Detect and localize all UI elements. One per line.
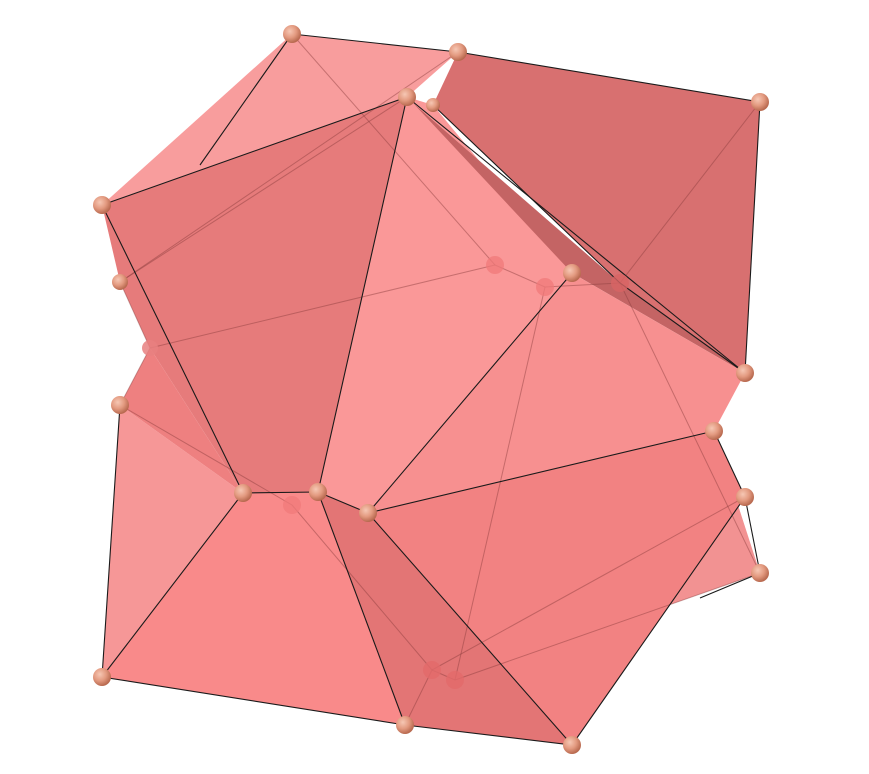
vertex-sphere (234, 484, 252, 502)
vertex-sphere (449, 43, 467, 61)
hidden-vertex (283, 496, 301, 514)
hidden-edge (119, 96, 408, 283)
hidden-edge (619, 101, 761, 284)
vertex-sphere (563, 736, 581, 754)
hidden-vertex (446, 671, 464, 689)
outline-edge (291, 33, 761, 374)
front-edge (367, 430, 715, 514)
vertex-sphere (398, 88, 416, 106)
front-edges (101, 33, 761, 746)
front-edge (101, 492, 244, 678)
vertex-sphere (705, 422, 723, 440)
vertex-sphere (426, 98, 440, 112)
hidden-edge (119, 404, 293, 506)
vertex-sphere (396, 716, 414, 734)
vertex-sphere (309, 483, 327, 501)
face-bottom-middle (318, 492, 572, 745)
hidden-edge (619, 282, 761, 574)
hidden-vertex (142, 340, 158, 356)
hidden-edge (291, 33, 496, 266)
hidden-edge (119, 347, 151, 406)
hidden-edge (544, 282, 621, 288)
vertex-sphere (751, 564, 769, 582)
vertex-sphere (736, 488, 754, 506)
hidden-edges (119, 33, 761, 726)
face-left-lower (102, 492, 405, 725)
hidden-vertices (142, 256, 629, 689)
face-right-mid (368, 273, 745, 513)
vertex-sphere (563, 264, 581, 282)
face-top-right-dark (433, 52, 760, 373)
back-face-top (102, 34, 458, 205)
back-face-left-low (102, 405, 243, 677)
hidden-edge (291, 504, 433, 671)
front-edge (199, 33, 293, 166)
front-edge (406, 96, 746, 374)
face-upper-left (102, 97, 407, 493)
vertex-sphere (359, 504, 377, 522)
hidden-vertex (611, 274, 629, 292)
hidden-edge (431, 496, 746, 671)
vertex-sphere (111, 396, 129, 414)
vertex-sphere (93, 196, 111, 214)
vertices (93, 25, 769, 754)
hidden-edge (404, 669, 433, 726)
hidden-edge (454, 572, 761, 681)
hidden-vertex (423, 661, 441, 679)
face-bottom-right (368, 431, 745, 745)
hidden-edge (454, 286, 546, 681)
hidden-edge (494, 264, 546, 288)
vertex-sphere (93, 668, 111, 686)
face-left-strip (120, 348, 243, 493)
vertex-sphere (112, 274, 128, 290)
vertex-sphere (736, 364, 754, 382)
vertex-sphere (283, 25, 301, 43)
hidden-vertex (536, 278, 554, 296)
hidden-edge (119, 281, 151, 349)
hidden-edge (149, 264, 496, 349)
front-edge (367, 512, 573, 746)
front-edge (317, 491, 406, 726)
faces (102, 52, 760, 745)
hidden-vertex (486, 256, 504, 274)
vertex-sphere (751, 93, 769, 111)
front-edge (101, 404, 746, 746)
